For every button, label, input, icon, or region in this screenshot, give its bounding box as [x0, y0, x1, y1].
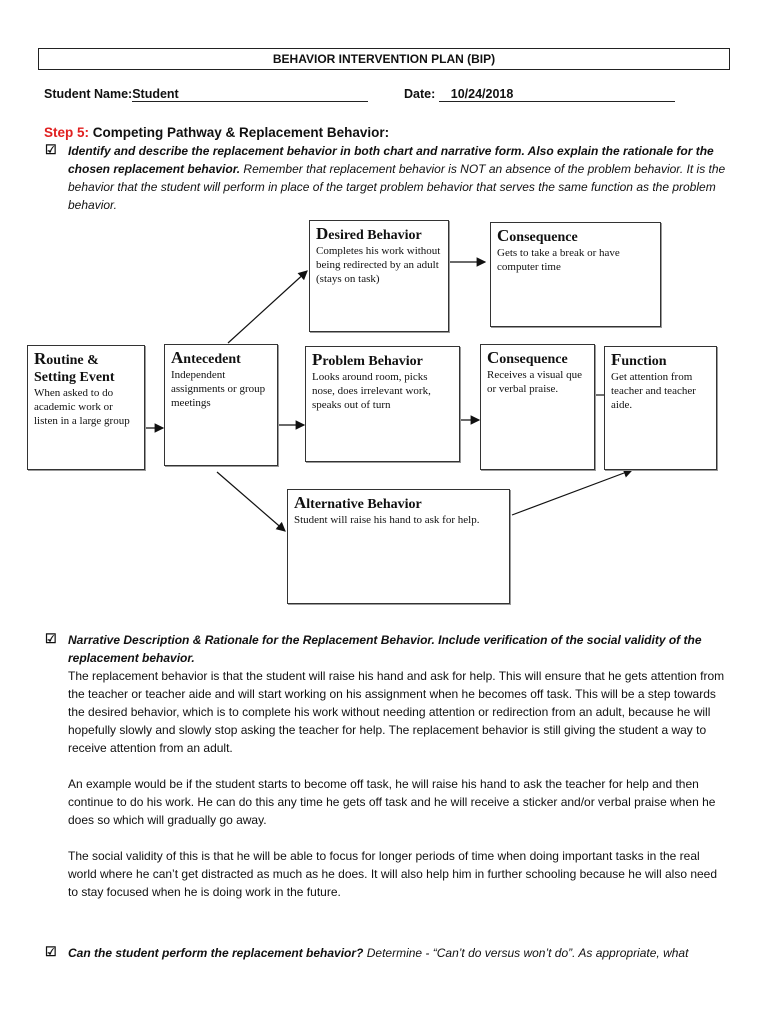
narrative-paragraph: The social validity of this is that he w…: [68, 849, 718, 899]
problem-behavior-text: Looks around room, picks nose, does irre…: [312, 371, 431, 411]
arrow-antecedent-alternative: [216, 471, 286, 532]
consequence-desired-box: Consequence Gets to take a break or have…: [490, 222, 661, 327]
alternative-behavior-title: Alternative Behavior: [294, 493, 422, 512]
step-heading: Step 5: Competing Pathway & Replacement …: [44, 125, 389, 140]
alternative-behavior-box: Alternative Behavior Student will raise …: [287, 489, 510, 604]
desired-behavior-box: Desired Behavior Completes his work with…: [309, 220, 449, 332]
date-field: Date: 10/24/2018: [404, 87, 675, 102]
problem-behavior-title: Problem Behavior: [312, 350, 423, 369]
instruction-bold: Identify and describe the replacement be…: [68, 144, 714, 176]
consequence-desired-text: Gets to take a break or have computer ti…: [497, 247, 620, 273]
question-line: Can the student perform the replacement …: [68, 944, 738, 962]
function-title: Function: [611, 350, 667, 369]
routine-title: Routine & Setting Event: [34, 349, 115, 385]
page-title: BEHAVIOR INTERVENTION PLAN (BIP): [38, 48, 730, 70]
student-name-label: Student Name:: [44, 87, 133, 101]
instruction-text: Remember that replacement behavior is NO…: [68, 162, 726, 212]
narrative-section: Narrative Description & Rationale for th…: [68, 631, 728, 901]
consequence-desired-title: Consequence: [497, 226, 578, 245]
student-name-value: Student: [132, 87, 369, 102]
alternative-behavior-text: Student will raise his hand to ask for h…: [294, 514, 480, 526]
date-label: Date:: [404, 87, 436, 101]
consequence-problem-box: Consequence Receives a visual que or ver…: [480, 344, 595, 470]
question-text: Determine - “Can’t do versus won’t do”. …: [363, 946, 689, 960]
narrative-heading: Narrative Description & Rationale for th…: [68, 633, 702, 665]
problem-behavior-box: Problem Behavior Looks around room, pick…: [305, 346, 460, 462]
consequence-problem-title: Consequence: [487, 348, 568, 367]
checked-box-icon: ☑: [45, 142, 57, 157]
step-instruction: Identify and describe the replacement be…: [68, 142, 728, 214]
antecedent-box: Antecedent Independent assignments or gr…: [164, 344, 278, 466]
antecedent-title: Antecedent: [171, 348, 241, 367]
arrow-alternative-function: [511, 468, 634, 516]
step-title: Competing Pathway & Replacement Behavior…: [92, 125, 390, 140]
student-name-field: Student Name: Student: [44, 87, 369, 102]
function-box: Function Get attention from teacher and …: [604, 346, 717, 470]
checked-box-icon: ☑: [45, 944, 57, 959]
step-number: Step 5:: [44, 125, 90, 140]
diagram-arrows: [145, 257, 634, 532]
function-text: Get attention from teacher and teacher a…: [611, 371, 696, 411]
checked-box-icon: ☑: [45, 631, 57, 646]
routine-text: When asked to do academic work or listen…: [34, 387, 130, 427]
question-bold: Can the student perform the replacement …: [68, 946, 364, 960]
consequence-problem-text: Receives a visual que or verbal praise.: [487, 369, 582, 395]
arrow-antecedent-desired: [227, 270, 308, 344]
narrative-paragraph: The replacement behavior is that the stu…: [68, 669, 725, 755]
narrative-paragraph: An example would be if the student start…: [68, 777, 716, 827]
routine-setting-box: Routine & Setting Event When asked to do…: [27, 345, 145, 470]
desired-behavior-text: Completes his work without being redirec…: [316, 245, 441, 285]
desired-behavior-title: Desired Behavior: [316, 224, 422, 243]
antecedent-text: Independent assignments or group meeting…: [171, 369, 266, 409]
date-value: 10/24/2018: [438, 87, 675, 102]
